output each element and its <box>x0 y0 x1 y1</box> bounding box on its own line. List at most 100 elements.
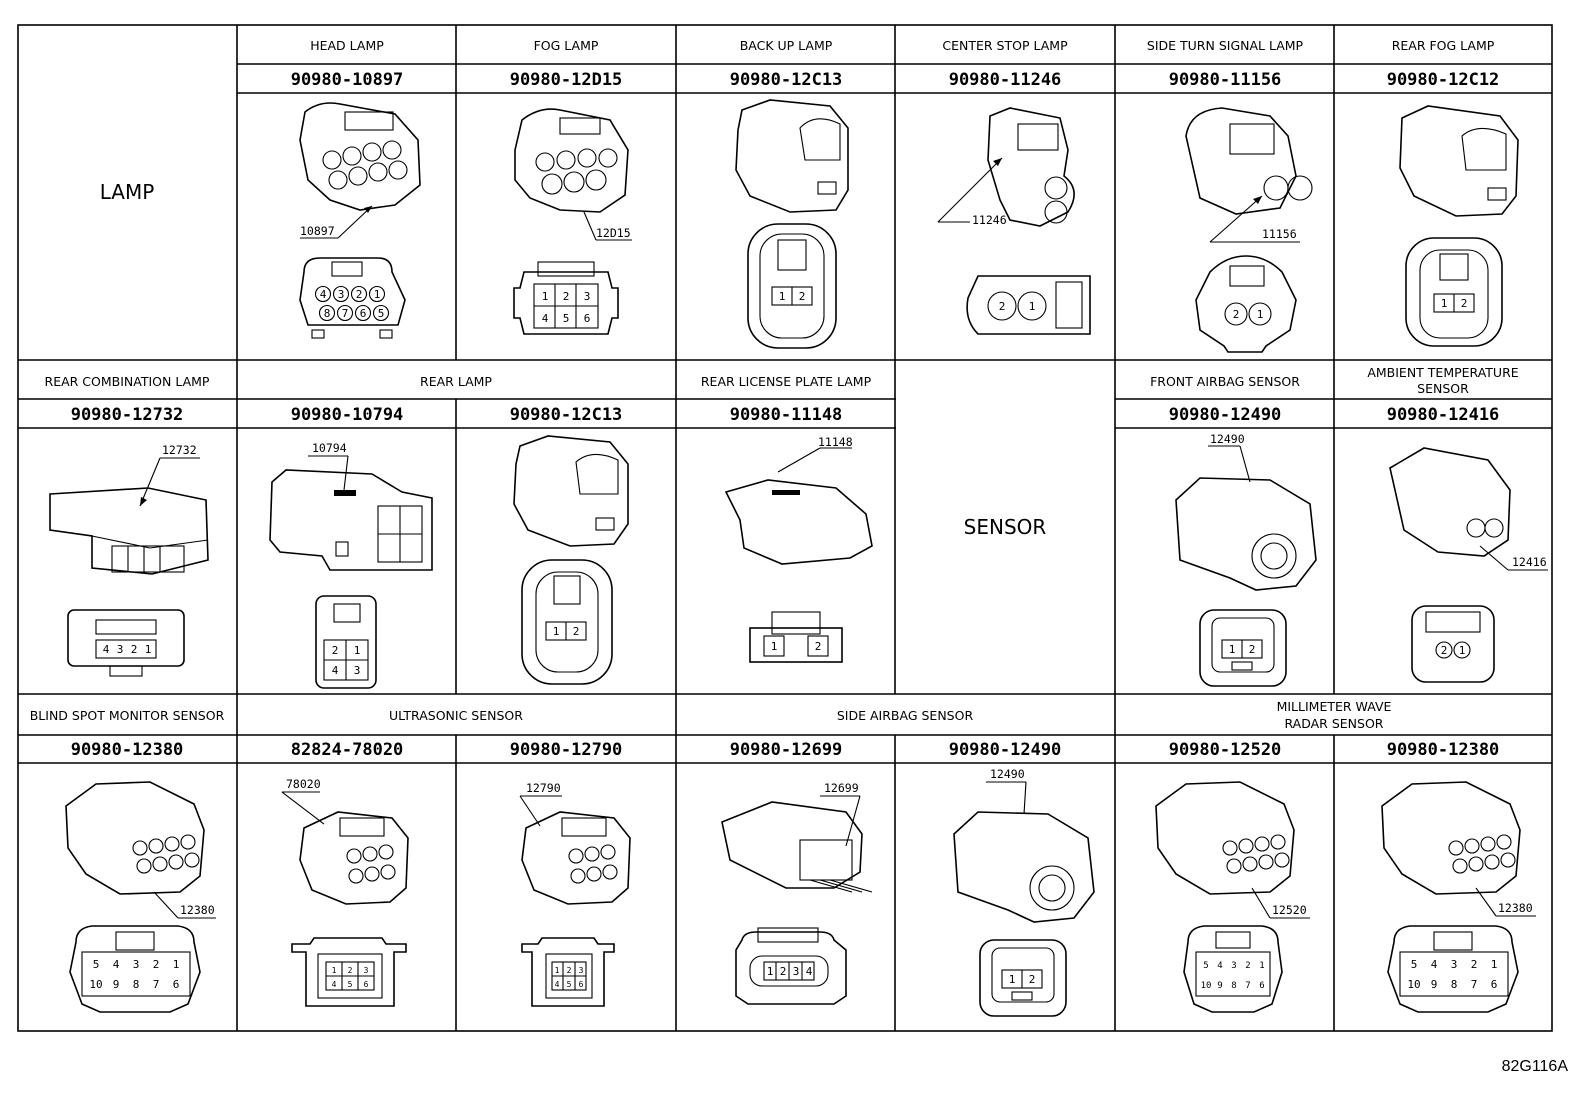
head-lamp-pin-6: 6 <box>360 307 367 320</box>
blind-spot-monitor-callout: 12380 <box>180 903 215 917</box>
side-airbag-12699-pin-2: 2 <box>780 965 787 978</box>
side-airbag-12699-connector-drawing: 12699 <box>721 781 873 1005</box>
blind-spot-pin-2: 2 <box>153 958 160 971</box>
blind-spot-pin-8: 8 <box>133 978 140 991</box>
figure-id: 82G116A <box>1501 1058 1568 1075</box>
millimeter-wave-part-number-1: 90980-12520 <box>1169 740 1282 760</box>
mmw-12520-pin-1: 1 <box>1259 961 1264 971</box>
mmw-12380-pin-3: 3 <box>1451 958 1458 971</box>
fog-lamp-pin-4: 4 <box>542 312 549 325</box>
mmw-12380-pin-10: 10 <box>1407 978 1420 991</box>
rear-combination-lamp-pin-4: 4 <box>103 643 110 656</box>
side-airbag-12699-pin-3: 3 <box>793 965 800 978</box>
rear-lamp-12c13-pins: 1 2 <box>553 625 580 638</box>
grid-lines <box>17 24 1553 1032</box>
mmw-12380-pin-5: 5 <box>1411 958 1418 971</box>
blind-spot-pin-6: 6 <box>173 978 180 991</box>
rear-combination-lamp-pins: 4 3 2 1 <box>103 643 152 656</box>
ultrasonic-12790-pins: 1 2 3 4 5 6 <box>555 966 584 989</box>
mmw-12520-pin-4: 4 <box>1217 961 1222 971</box>
center-stop-lamp-connector-drawing: 11246 <box>937 107 1091 335</box>
ultrasonic-78020-pin-1: 1 <box>332 966 337 975</box>
ultrasonic-12790-connector-drawing: 12790 <box>519 781 631 1007</box>
side-airbag-12490-connector-drawing: 12490 <box>953 767 1095 1017</box>
ultrasonic-78020-pins: 1 2 3 4 5 6 <box>332 966 369 989</box>
ultrasonic-12790-pin-1: 1 <box>555 966 560 975</box>
head-lamp-pin-4: 4 <box>320 288 327 301</box>
fog-lamp-pin-1: 1 <box>542 290 549 303</box>
ultrasonic-12790-pin-6: 6 <box>579 980 584 989</box>
millimeter-wave-12520-callout: 12520 <box>1272 903 1307 917</box>
rear-license-plate-pins: 1 2 <box>771 640 822 653</box>
side-airbag-12699-pin-4: 4 <box>806 965 813 978</box>
ambient-temperature-title-1: AMBIENT TEMPERATURE <box>1367 365 1518 380</box>
millimeter-wave-part-number-2: 90980-12380 <box>1387 740 1500 760</box>
rear-combination-lamp-pin-1: 1 <box>145 643 152 656</box>
ultrasonic-sensor-title: ULTRASONIC SENSOR <box>389 708 523 723</box>
mmw-12380-pin-4: 4 <box>1431 958 1438 971</box>
fog-lamp-callout: 12D15 <box>596 226 631 240</box>
head-lamp-pin-3: 3 <box>338 288 345 301</box>
rear-lamp-title: REAR LAMP <box>420 374 492 389</box>
rear-combination-lamp-pin-2: 2 <box>131 643 138 656</box>
head-lamp-connector-drawing: 10897 <box>299 102 421 339</box>
head-lamp-pin-5: 5 <box>378 307 385 320</box>
fog-lamp-part-number: 90980-12D15 <box>510 70 623 90</box>
millimeter-wave-12520-pins: 5 4 3 2 1 10 9 8 7 6 <box>1201 961 1265 991</box>
back-up-lamp-part-number: 90980-12C13 <box>730 70 843 90</box>
blind-spot-monitor-connector-drawing: 12380 <box>65 781 216 1013</box>
rear-lamp-10794-pin-3: 3 <box>354 664 361 677</box>
blind-spot-pin-3: 3 <box>133 958 140 971</box>
millimeter-wave-12380-callout: 12380 <box>1498 901 1533 915</box>
ultrasonic-12790-pin-4: 4 <box>555 980 560 989</box>
center-stop-lamp-title: CENTER STOP LAMP <box>942 38 1068 53</box>
back-up-lamp-pin-2: 2 <box>799 290 806 303</box>
ultrasonic-part-number-2: 90980-12790 <box>510 740 623 760</box>
side-turn-signal-lamp-title: SIDE TURN SIGNAL LAMP <box>1147 38 1304 53</box>
mmw-12380-pin-8: 8 <box>1451 978 1458 991</box>
side-airbag-part-number-2: 90980-12490 <box>949 740 1062 760</box>
millimeter-wave-title-1: MILLIMETER WAVE <box>1277 699 1392 714</box>
rear-fog-lamp-pin-1: 1 <box>1441 297 1448 310</box>
row2-headers: REAR COMBINATION LAMP REAR LAMP REAR LIC… <box>45 365 1519 425</box>
rear-lamp-10794-callout: 10794 <box>312 441 347 455</box>
head-lamp-part-number: 90980-10897 <box>291 70 404 90</box>
rear-combination-lamp-callout: 12732 <box>162 443 197 457</box>
head-lamp-title: HEAD LAMP <box>310 38 384 53</box>
front-airbag-connector-drawing: 12490 <box>1175 432 1317 687</box>
side-airbag-sensor-title: SIDE AIRBAG SENSOR <box>837 708 974 723</box>
rear-license-plate-pin-1: 1 <box>771 640 778 653</box>
rear-license-plate-connector-drawing: 11148 <box>724 435 873 663</box>
side-turn-signal-callout: 11156 <box>1262 227 1297 241</box>
side-airbag-12490-pins: 1 2 <box>1009 973 1036 986</box>
ultrasonic-12790-pin-2: 2 <box>567 966 572 975</box>
mmw-12520-pin-7: 7 <box>1245 981 1250 991</box>
rear-lamp-10794-pin-2: 2 <box>332 644 339 657</box>
ultrasonic-78020-pin-2: 2 <box>348 966 353 975</box>
row3-headers: BLIND SPOT MONITOR SENSOR ULTRASONIC SEN… <box>30 699 1500 760</box>
front-airbag-sensor-title: FRONT AIRBAG SENSOR <box>1150 374 1300 389</box>
side-turn-signal-pin-1: 1 <box>1257 308 1264 321</box>
mmw-12520-pin-6: 6 <box>1259 981 1264 991</box>
rear-fog-lamp-part-number: 90980-12C12 <box>1387 70 1500 90</box>
rear-license-plate-lamp-part-number: 90980-11148 <box>730 405 843 425</box>
side-turn-signal-pins: 2 1 <box>1233 308 1264 321</box>
center-stop-lamp-part-number: 90980-11246 <box>949 70 1062 90</box>
rear-lamp-10794-connector-drawing: 10794 <box>269 441 433 689</box>
ultrasonic-78020-pin-6: 6 <box>364 980 369 989</box>
ultrasonic-part-number-1: 82824-78020 <box>291 740 404 760</box>
ultrasonic-78020-pin-5: 5 <box>348 980 353 989</box>
front-airbag-pin-2: 2 <box>1249 643 1256 656</box>
rear-lamp-12c13-pin-1: 1 <box>553 625 560 638</box>
head-lamp-pins: 4 3 2 1 8 7 6 5 <box>314 285 390 322</box>
blind-spot-pin-1: 1 <box>173 958 180 971</box>
millimeter-wave-12520-connector-drawing: 12520 <box>1155 781 1310 1013</box>
head-lamp-pin-1: 1 <box>374 288 381 301</box>
rear-lamp-part-number-2: 90980-12C13 <box>510 405 623 425</box>
mmw-12380-pin-2: 2 <box>1471 958 1478 971</box>
rear-lamp-12c13-pin-2: 2 <box>573 625 580 638</box>
ambient-temperature-part-number: 90980-12416 <box>1387 405 1500 425</box>
mmw-12380-pin-6: 6 <box>1491 978 1498 991</box>
ultrasonic-78020-connector-drawing: 78020 <box>281 777 409 1007</box>
